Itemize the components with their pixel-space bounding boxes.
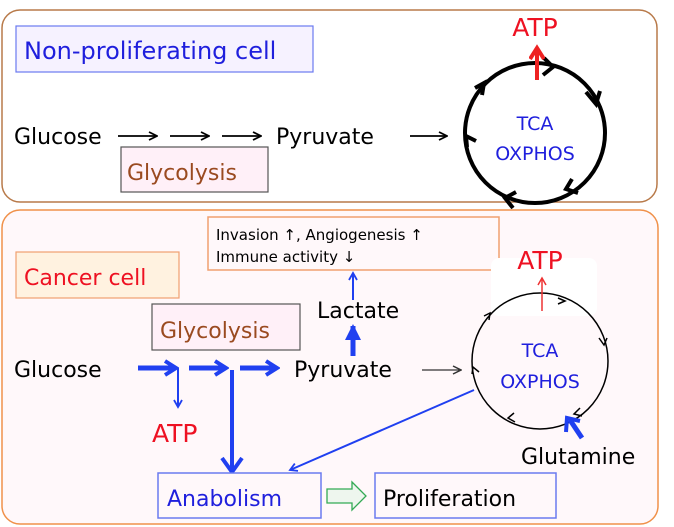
effects-line-2: Immune activity ↓ xyxy=(216,248,355,266)
lactate-label: Lactate xyxy=(317,299,399,324)
anabolism-label: Anabolism xyxy=(167,487,282,512)
cancer-glycolytic-atp-label: ATP xyxy=(152,419,198,448)
cancer-tca-cycle xyxy=(471,292,609,430)
glutamine-label: Glutamine xyxy=(521,445,635,470)
cancer-cycle-arrowhead xyxy=(557,297,567,305)
cancer-tca-label: TCA xyxy=(521,340,559,362)
normal-cycle-arrowhead xyxy=(563,177,579,195)
normal-cycle-arrowhead xyxy=(463,132,477,148)
glutamine-to-tca-arrowhead xyxy=(564,415,581,433)
normal-atp-label: ATP xyxy=(512,13,558,42)
cancer-cycle-arrowhead xyxy=(598,337,608,347)
cancer-title: Cancer cell xyxy=(24,266,146,291)
normal-oxphos-label: OXPHOS xyxy=(495,143,575,165)
cancer-cycle-arrowhead xyxy=(483,311,491,321)
normal-cycle-arrowhead xyxy=(501,190,517,210)
normal-glycolysis-box xyxy=(120,146,269,193)
proliferation-label: Proliferation xyxy=(383,487,516,512)
normal-cycle-arrowhead xyxy=(474,79,487,96)
glutamine-to-tca-arrow xyxy=(567,418,585,440)
effects-line-1: Invasion ↑, Angiogenesis ↑ xyxy=(216,226,423,244)
anabolism-to-proliferation-arrow xyxy=(326,480,367,512)
normal-title-box xyxy=(15,25,314,73)
cancer-cycle-arrowhead xyxy=(572,407,583,417)
glycolysis-to-anabolism-arrowhead xyxy=(220,456,244,476)
cancer-oxphos-label: OXPHOS xyxy=(500,371,580,393)
normal-glycolysis-label: Glycolysis xyxy=(127,161,237,186)
normal-pyruvate-label: Pyruvate xyxy=(276,125,374,150)
normal-glucose-label: Glucose xyxy=(14,125,102,150)
cancer-pyruvate-label: Pyruvate xyxy=(294,358,392,383)
anabolism-box xyxy=(157,472,322,519)
tca-to-anabolism-arrow xyxy=(288,389,475,472)
atp-highlight-patch xyxy=(491,258,597,316)
cancer-title-box xyxy=(15,251,180,299)
effects-box xyxy=(207,216,500,271)
cancer-glycolysis-label: Glycolysis xyxy=(160,319,270,344)
normal-title: Non-proliferating cell xyxy=(24,37,276,65)
cancer-oxphos-atp-label: ATP xyxy=(517,246,563,275)
cancer-cycle-arrowhead xyxy=(471,365,480,375)
proliferation-box xyxy=(374,472,557,519)
normal-cycle-arrowhead xyxy=(584,90,602,109)
normal-tca-label: TCA xyxy=(516,113,554,135)
normal-cycle-arrowhead xyxy=(541,56,556,77)
cancer-glucose-label: Glucose xyxy=(14,358,102,383)
cancer-glycolysis-box xyxy=(151,303,301,351)
cancer-cycle-arrowhead xyxy=(506,412,516,423)
